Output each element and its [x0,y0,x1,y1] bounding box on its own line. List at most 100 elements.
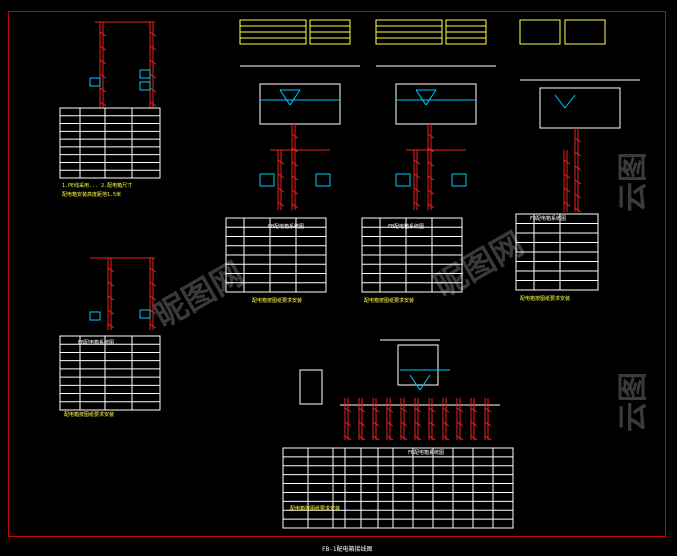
breaker-mark [107,281,115,287]
breaker-mark [484,421,492,427]
breaker-mark [428,407,436,413]
panel-f-note: 配电箱按图纸要求安装 [290,506,341,512]
panel-e-legend-box [519,19,561,45]
breaker [89,77,101,87]
breaker-mark [484,407,492,413]
breaker-mark [291,175,299,181]
breaker-mark [149,101,157,107]
breaker-mark [442,407,450,413]
breaker-mark [574,207,582,213]
transformer [279,89,291,106]
breaker-mark [414,407,422,413]
meter [451,173,467,187]
breaker-mark [277,173,285,179]
breaker-mark [358,407,366,413]
breaker-mark [484,435,492,441]
breaker [139,309,151,319]
breaker-mark [442,421,450,427]
panel-b-note: 配电箱按图纸要求安装 [64,412,115,418]
transformer [289,89,301,106]
panel-e-note: 配电箱按图纸要求安装 [520,296,571,302]
breaker-mark [149,295,157,301]
breaker-mark [99,73,107,79]
breaker-mark [344,421,352,427]
breaker-mark [291,203,299,209]
transformer [409,374,421,391]
breaker-mark [427,175,435,181]
breaker-mark [149,281,157,287]
meter [315,173,331,187]
panel-e-cabinet [539,87,621,129]
breaker-mark [427,133,435,139]
breaker-mark [372,435,380,441]
breaker-mark [470,421,478,427]
breaker-mark [149,267,157,273]
panel-f-cabinet [397,344,439,386]
breaker-mark [413,173,421,179]
panel-c-header: FB配电箱系统图 [268,224,305,230]
panel-a-note: 1.PE线采用... 2.配电箱尺寸 [62,183,133,189]
breaker-mark [400,435,408,441]
panel-f-legend-box [299,369,323,405]
breaker-mark [413,187,421,193]
breaker-mark [277,201,285,207]
breaker-mark [107,267,115,273]
breaker-mark [277,187,285,193]
breaker-mark [358,421,366,427]
breaker-mark [344,435,352,441]
breaker-mark [574,193,582,199]
breaker-mark [428,421,436,427]
breaker-mark [427,189,435,195]
breaker-mark [149,87,157,93]
breaker-mark [400,407,408,413]
breaker-mark [99,59,107,65]
breaker-mark [99,45,107,51]
breaker-mark [456,407,464,413]
breaker-mark [277,159,285,165]
breaker-mark [574,165,582,171]
breaker-mark [291,189,299,195]
breaker-mark [413,159,421,165]
breaker-mark [291,133,299,139]
breaker-mark [563,173,571,179]
breaker-mark [400,421,408,427]
panel-d-note: 配电箱按图纸要求安装 [364,298,415,304]
breaker-mark [456,435,464,441]
breaker-mark [149,45,157,51]
panel-e-header: FB配电箱系统图 [530,216,567,222]
panel-c-note: 配电箱按图纸要求安装 [252,298,303,304]
drawing-title: FB-1配电箱接线图 [322,546,373,553]
transformer [419,374,431,391]
panel-d-header: FB配电箱系统图 [388,224,425,230]
breaker-mark [414,435,422,441]
breaker [139,69,151,79]
breaker-mark [386,435,394,441]
breaker-mark [563,187,571,193]
breaker-mark [372,421,380,427]
breaker-mark [386,421,394,427]
panel-a-note: 配电箱安装高度距地1.5米 [62,192,122,198]
breaker-mark [149,323,157,329]
breaker-mark [563,159,571,165]
panel-d-cabinet [395,83,477,125]
transformer [425,89,437,106]
panel-a-table [59,107,161,179]
meter [395,173,411,187]
breaker-mark [107,309,115,315]
breaker-mark [291,161,299,167]
breaker-mark [574,137,582,143]
breaker-mark [99,31,107,37]
panel-f-header: FB配电箱系统图 [408,450,445,456]
breaker-mark [99,101,107,107]
breaker-mark [428,435,436,441]
breaker-mark [358,435,366,441]
transformer [554,94,566,109]
transformer [415,89,427,106]
breaker-mark [413,201,421,207]
breaker [89,311,101,321]
breaker-mark [427,161,435,167]
breaker-mark [386,407,394,413]
breaker-mark [442,435,450,441]
